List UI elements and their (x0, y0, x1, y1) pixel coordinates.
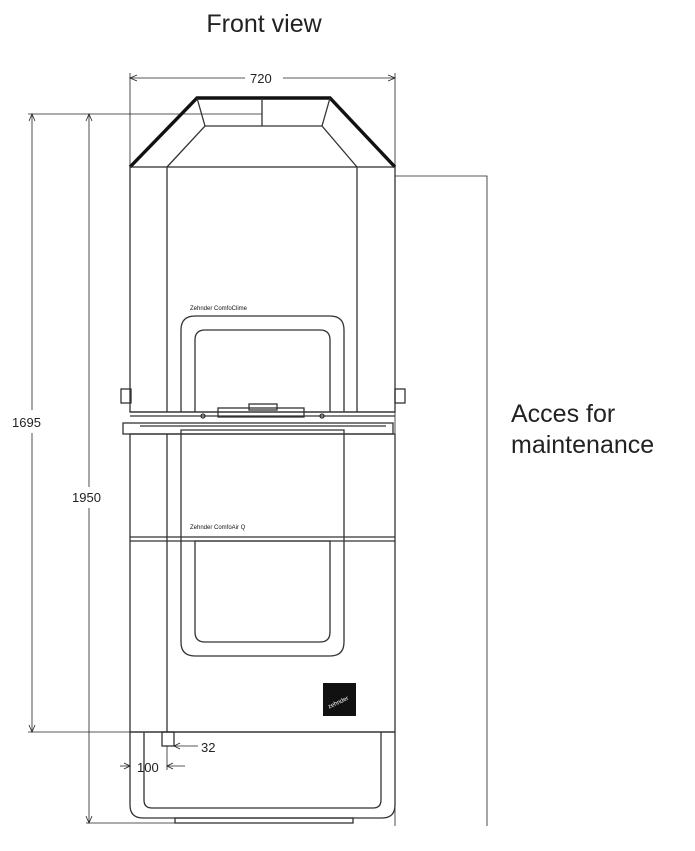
top-hood (128, 96, 397, 169)
dimension-100 (120, 746, 185, 770)
dimension-100-label: 100 (137, 760, 159, 775)
base-stand (129, 731, 396, 824)
upper-unit-body (120, 166, 406, 413)
drawing-title: Front view (206, 10, 322, 38)
dimension-32-label: 32 (201, 740, 216, 755)
dimension-width-label: 720 (250, 71, 272, 86)
dimension-height-1950 (85, 112, 175, 825)
maintenance-clearance-zone (394, 175, 488, 826)
dimension-height-1695 (28, 112, 262, 734)
dimension-height-1950-label: 1950 (72, 490, 101, 505)
dimension-32 (173, 742, 198, 750)
dimension-height-1695-label: 1695 (12, 415, 41, 430)
coupling-band (122, 403, 395, 435)
dimension-width (128, 73, 397, 170)
upper-unit-brand-label: Zehnder ComfoClime (190, 306, 248, 312)
access-label-line-2: maintenance (511, 431, 655, 459)
access-label: Acces for maintenance (511, 399, 654, 461)
access-label-line-1: Acces for (511, 400, 616, 428)
lower-unit-brand-label: Zehnder ComfoAir Q (190, 525, 246, 531)
zehnder-logo (323, 683, 356, 716)
lower-unit-body: zehnder (129, 429, 396, 733)
